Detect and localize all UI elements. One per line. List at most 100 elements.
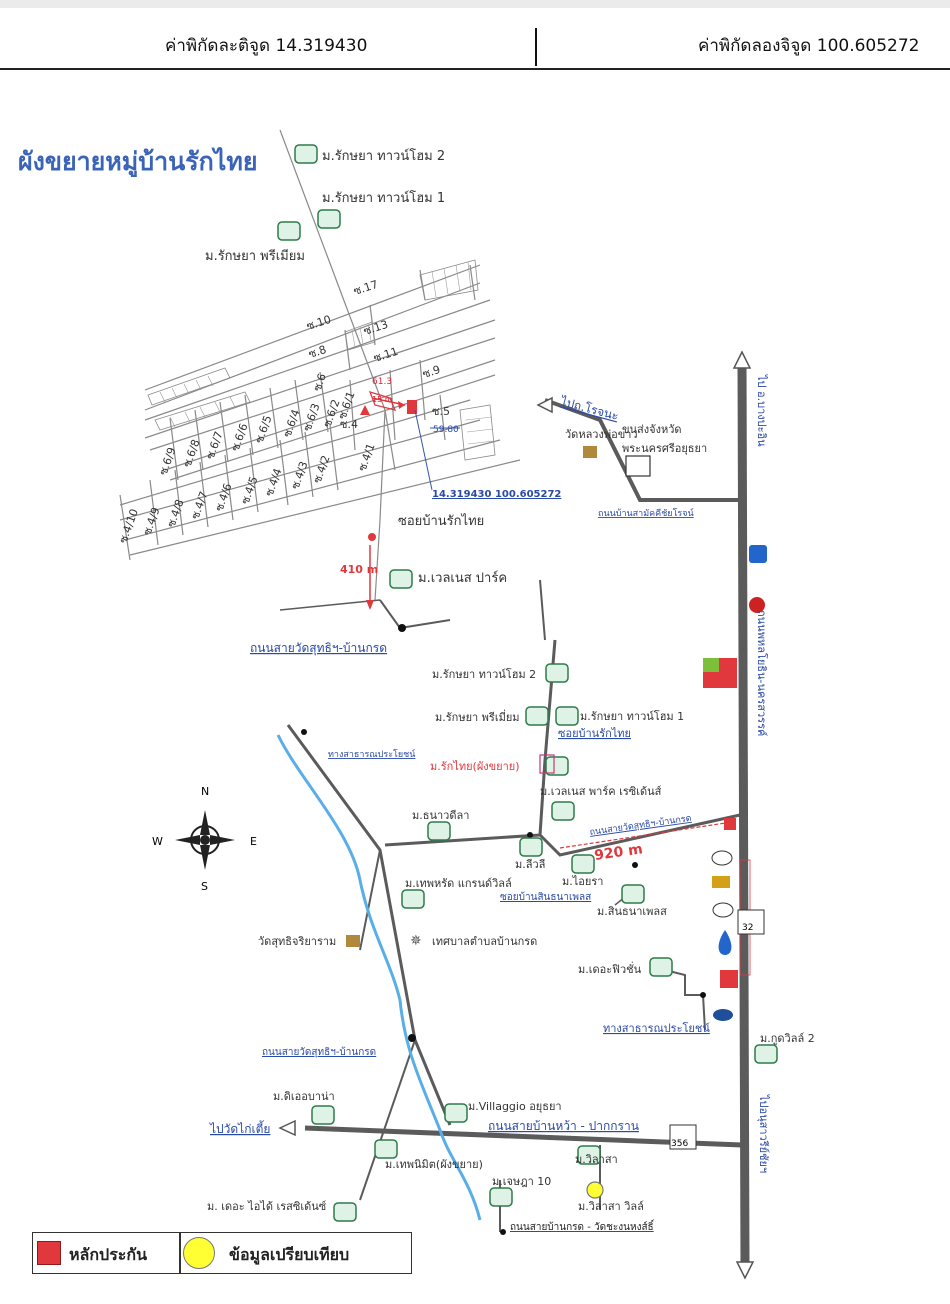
label-wat-luang: วัดหลวงพ่อขาว (565, 428, 638, 441)
village-icon (621, 884, 645, 904)
label-sinthana: ม.สินธนาเพลส (597, 905, 667, 918)
shop-icon (720, 970, 738, 988)
legend-comparison: ข้อมูลเปรียบเทียบ (229, 1245, 350, 1264)
shop-icon (724, 818, 736, 830)
label-raksaya-premium-top: ม.รักษยา พรีเมียม (205, 248, 305, 264)
top-strip (0, 0, 950, 8)
label-wellness-park: ม.เวลเนส ปาร์ค (418, 570, 507, 586)
soi-label: ซ.4 (340, 418, 358, 431)
label-raktai-ext: ม.รักไทย(ผังขยาย) (430, 760, 520, 773)
arrow-west (278, 1119, 296, 1137)
coordinate-bar: ค่าพิกัดละติจูด 14.319430 ค่าพิกัดลองจิจ… (0, 26, 950, 70)
soi-label: ซ.4/4 (263, 467, 285, 498)
village-icon (444, 1103, 468, 1123)
label-tessaban: เทศบาลตำบลบ้านกรด (432, 935, 537, 948)
brand-icon (711, 850, 733, 866)
village-icon (311, 1105, 335, 1125)
soi-label: ซ.4/3 (289, 460, 311, 491)
label-road-wat-suthi: ถนนสายวัดสุทธิฯ-บ้านกรด (250, 641, 387, 656)
bigc-icon (703, 658, 719, 672)
village-icon (555, 706, 579, 726)
brand-icon (712, 902, 734, 918)
label-thepharat: ม.เทพหรัด แกรนด์วิลล์ (405, 877, 512, 890)
label-wilasa: ม.วิลาสา (575, 1153, 618, 1166)
measure-15: 15 m (372, 395, 393, 404)
hatch-lines (159, 261, 495, 445)
label-raksaya-th1-top: ม.รักษยา ทาวน์โฮม 1 (322, 190, 445, 206)
label-wilasa-ville: ม.วิลาสา วิลล์ (578, 1200, 644, 1213)
label-road-suthi-lower: ถนนสายวัดสุทธิฯ-บ้านกรด (262, 1046, 376, 1058)
temple-icon (346, 935, 360, 947)
label-public-way: ทางสาธารณประโยชน์ (328, 748, 416, 760)
village-icons (277, 144, 778, 1222)
label-phahon-top: ไป อ.บางปะอิน (755, 374, 768, 447)
label-silvy: ม.ลีวลี (515, 858, 545, 871)
village-icon (333, 1202, 357, 1222)
subject-dot (368, 533, 376, 541)
temple-icon (583, 446, 597, 458)
compass-s: S (201, 880, 208, 893)
arrow-north (732, 350, 752, 369)
label-raksaya-premium-mid: ม.รักษยา พรีเมี่ยม (435, 709, 520, 724)
label-raksaya-th1-mid: ม.รักษยา ทาวน์โฮม 1 (580, 709, 684, 723)
label-the-idol: ม. เดอะ ไอได้ เรสซิเด้นซ์ (207, 1200, 327, 1213)
label-to-rochana: ไปถ.โรจนะ (558, 394, 620, 423)
collateral-swatch (37, 1241, 61, 1265)
bus-station-icon (625, 455, 651, 477)
label-villaggio: ม.Villaggio อยุธยา (468, 1100, 562, 1113)
map-title: ผังขยายหมู่บ้านรักไทย (18, 146, 258, 178)
subject-plot (360, 390, 460, 491)
hwy356-shield (669, 1124, 697, 1150)
brand-icon (713, 1009, 733, 1021)
village-icon (754, 1044, 778, 1064)
arrow-rochana (536, 396, 553, 414)
label-phahon-mid: ถนนพหลโยธิน-นครสวรรค์ (755, 610, 769, 736)
compass-e: E (250, 835, 257, 848)
label-soi-raktai-blue: ซอยบ้านรักไทย (558, 727, 631, 740)
brand-icon (749, 597, 765, 613)
compass-w: W (152, 835, 163, 848)
label-soi-raktai: ซอยบ้านรักไทย (398, 513, 484, 529)
village-icon (545, 663, 569, 683)
label-thanawadee: ม.ธนาวดีลา (412, 809, 469, 822)
village-icon (427, 821, 451, 841)
label-public-way-2: ทางสาธารณประโยชน์ (603, 1021, 710, 1035)
village-icon (525, 706, 549, 726)
compass-icon: N S W E (152, 785, 257, 893)
soi-label: ซ.5 (432, 405, 450, 418)
label-bus-station-2: พระนครศรีอยุธยา (622, 442, 707, 455)
latitude-label: ค่าพิกัดละติจูด 14.319430 (165, 36, 368, 56)
map-canvas: ผังขยายหมู่บ้านรักไทย (0, 70, 950, 1300)
label-iyara: ม.ไอยรา (562, 875, 603, 888)
soi-label: ซ.4/1 (356, 442, 378, 473)
village-icon (577, 1145, 601, 1165)
ptt-icon (718, 930, 732, 955)
village-icon (571, 854, 595, 874)
hwy356-number: 356 (671, 1139, 688, 1149)
soi-label: ซ.4/2 (311, 454, 333, 485)
label-phahon-bottom: ไปอนุสาวรีย์ชัยฯ (757, 1094, 770, 1173)
label-ban-road: ถนนบ้านสามัคคีชัยโรจน์ (598, 507, 694, 519)
river (276, 734, 482, 1221)
dist-920: 920 m (593, 841, 643, 864)
soi-label: ซ.4/7 (189, 490, 211, 521)
map-legend: หลักประกัน ข้อมูลเปรียบเทียบ (32, 1232, 412, 1274)
legend-collateral: หลักประกัน (69, 1245, 148, 1264)
comparison-marker (586, 1181, 604, 1199)
soi-label: ซ.6/8 (181, 438, 203, 469)
soi-label: ซ.13 (362, 318, 390, 338)
label-the-fortune: ม.เดอะฟิวชั่น (578, 961, 642, 976)
village-icon (519, 837, 543, 857)
label-the-urbana: ม.ดิเออบาน่า (273, 1090, 335, 1103)
soi-label: ซ.8 (307, 343, 328, 361)
label-wat-suthi: วัดสุทธิจริยาราม (258, 935, 336, 948)
dist-line-920 (559, 821, 733, 849)
soi-label: ซ.6/5 (253, 414, 275, 445)
soi-labels: ซ.17 ซ.13 ซ.10 ซ.8 ซ.11 ซ.9 ซ.6 ซ.6/1 ซ.… (117, 278, 450, 545)
village-icon (401, 889, 425, 909)
map-svg: ผังขยายหมู่บ้านรักไทย (18, 129, 815, 1280)
junction-dots (301, 624, 706, 1235)
longitude-label: ค่าพิกัดลองจิจูด 100.605272 (698, 36, 920, 56)
village-icon (545, 756, 569, 776)
coordinate-divider (535, 28, 537, 66)
